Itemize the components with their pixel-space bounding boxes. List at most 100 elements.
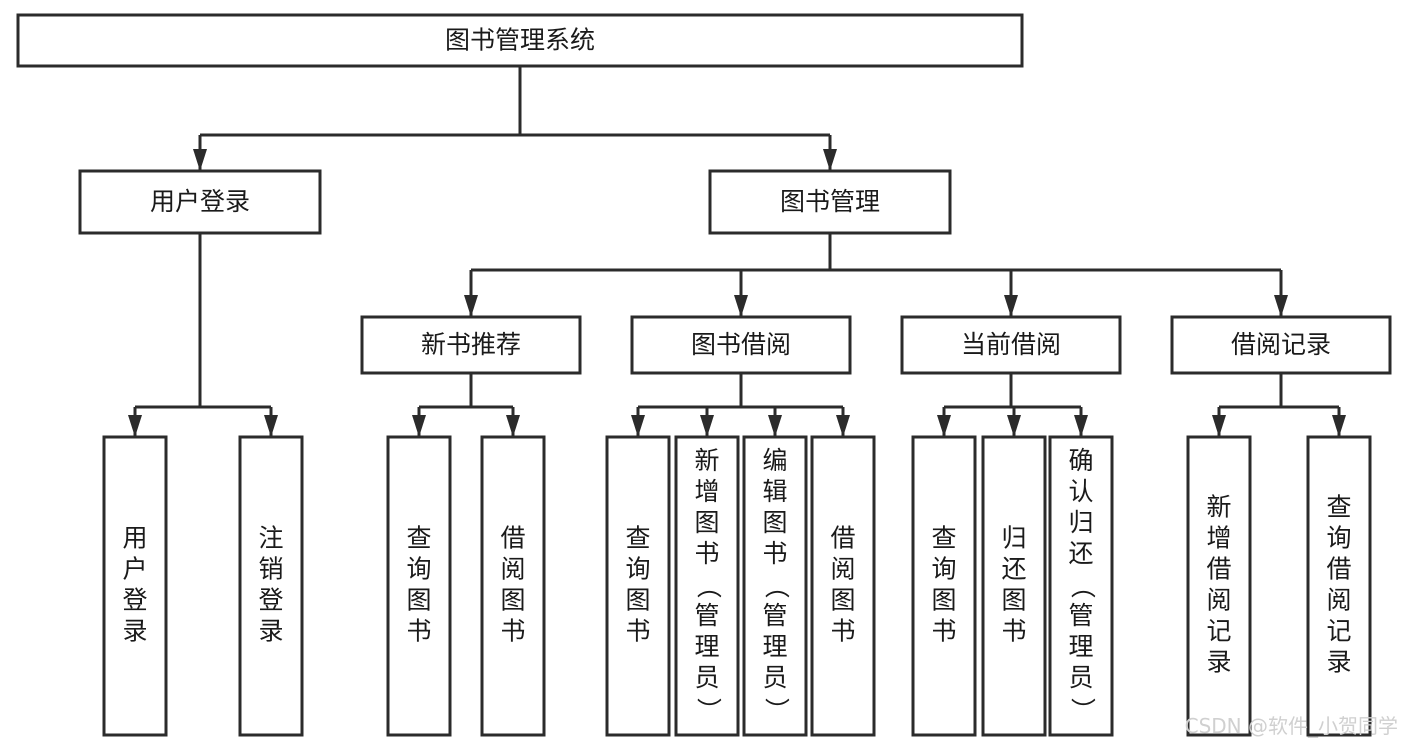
level3-node-新书推荐[interactable]: 新书推荐: [360, 315, 582, 375]
arrow-head-icon: [264, 415, 278, 437]
leaf-label-char: 归: [1068, 508, 1093, 537]
level3-node-借阅记录[interactable]: 借阅记录: [1170, 315, 1392, 375]
level3-node-图书借阅[interactable]: 图书借阅: [630, 315, 852, 375]
leaf-label-char: 还: [1068, 539, 1093, 568]
level3-node-当前借阅[interactable]: 当前借阅: [900, 315, 1122, 375]
node-rect: [102, 435, 168, 737]
leaf-label-char: 理: [762, 632, 787, 661]
leaf-label-char: 借: [1206, 555, 1231, 584]
leaf-label-char: 记: [1206, 617, 1231, 646]
arrow-head-icon: [1212, 415, 1226, 437]
node-rect: [810, 435, 876, 737]
leaf-label-char: 记: [1326, 617, 1351, 646]
leaf-label-char: 阅: [1326, 586, 1351, 615]
level2-node-用户登录[interactable]: 用户登录: [78, 169, 322, 235]
leaf-label-char: 理: [694, 632, 719, 661]
leaf-label-char: （: [694, 573, 723, 598]
node-label: 图书管理系统: [445, 26, 595, 55]
arrow-head-icon: [1332, 415, 1346, 437]
leaf-label-char: 图: [830, 586, 855, 615]
leaf-label-char: 员: [1068, 663, 1093, 692]
leaf-node-用户登录[interactable]: 用户登录: [102, 435, 168, 737]
node-rect: [911, 435, 977, 737]
node-rect: [1048, 435, 1114, 737]
leaf-label-char: 查: [1326, 493, 1351, 522]
leaf-label-char: 户: [122, 555, 147, 584]
leaf-label-char: ）: [1068, 697, 1097, 722]
arrow-head-icon: [128, 415, 142, 437]
node-label: 借阅记录: [1231, 330, 1331, 359]
leaf-label-char: 录: [122, 617, 147, 646]
arrow-head-icon: [937, 415, 951, 437]
arrow-head-icon: [631, 415, 645, 437]
arrow-head-icon: [464, 295, 478, 317]
leaf-label-char: 录: [1326, 648, 1351, 677]
leaf-label-char: 图: [1001, 586, 1026, 615]
leaf-label-char: 查: [625, 524, 650, 553]
leaf-label-char: 管: [694, 601, 719, 630]
node-rect: [78, 169, 322, 235]
arrow-head-icon: [506, 415, 520, 437]
node-rect: [981, 435, 1047, 737]
arrow-head-icon: [1007, 415, 1021, 437]
leaf-label-char: 销: [258, 555, 283, 584]
level2-node-图书管理[interactable]: 图书管理: [708, 169, 952, 235]
node-rect: [386, 435, 452, 737]
leaf-label-char: 书: [500, 617, 525, 646]
arrow-head-icon: [1074, 415, 1088, 437]
leaf-label-char: 查: [406, 524, 431, 553]
leaf-label-char: 员: [694, 663, 719, 692]
arrow-head-icon: [412, 415, 426, 437]
leaf-label-char: 图: [694, 508, 719, 537]
leaf-label-char: 书: [1001, 617, 1026, 646]
root-node-图书管理系统[interactable]: 图书管理系统: [16, 13, 1024, 68]
arrow-head-icon: [700, 415, 714, 437]
arrow-head-icon: [193, 149, 207, 171]
leaf-label-char: ）: [762, 697, 791, 722]
leaf-label-char: 辑: [762, 477, 787, 506]
leaf-label-char: 书: [830, 617, 855, 646]
leaf-label-char: 图: [406, 586, 431, 615]
leaf-label-char: 管: [762, 601, 787, 630]
leaf-label-char: （: [762, 573, 791, 598]
leaf-label-char: 确: [1068, 446, 1093, 475]
leaf-label-char: 图: [931, 586, 956, 615]
node-rect: [238, 435, 304, 737]
leaf-label-char: 图: [625, 586, 650, 615]
leaf-label-char: 借: [500, 524, 525, 553]
node-rect: [900, 315, 1122, 375]
node-label: 图书管理: [780, 187, 880, 216]
leaf-label-char: 询: [406, 555, 431, 584]
connector-layer: [128, 66, 1346, 437]
leaf-label-char: 借: [830, 524, 855, 553]
leaf-label-char: 查: [931, 524, 956, 553]
leaf-label-char: 书: [406, 617, 431, 646]
node-rect: [708, 169, 952, 235]
csdn-watermark: CSDN @软件_小贺同学: [1185, 714, 1398, 738]
leaf-label-char: 注: [258, 524, 283, 553]
leaf-label-char: （: [1068, 573, 1097, 598]
arrow-head-icon: [836, 415, 850, 437]
arrow-head-icon: [768, 415, 782, 437]
leaf-label-char: 阅: [1206, 586, 1231, 615]
node-layer: 图书管理系统用户登录图书管理新书推荐图书借阅当前借阅借阅记录用户登录注销登录查询…: [16, 13, 1392, 737]
leaf-label-char: 登: [258, 586, 283, 615]
leaf-label-char: 询: [625, 555, 650, 584]
node-rect: [1170, 315, 1392, 375]
leaf-label-char: 录: [1206, 648, 1231, 677]
leaf-label-char: 借: [1326, 555, 1351, 584]
leaf-label-char: 阅: [830, 555, 855, 584]
